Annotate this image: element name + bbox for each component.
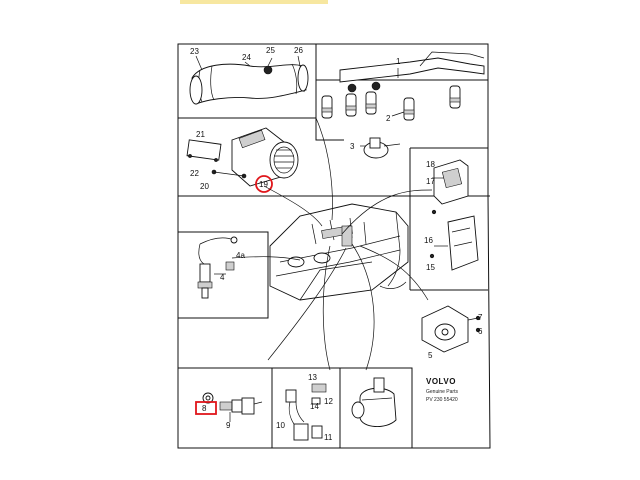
panel-fuel-rail	[316, 51, 488, 159]
callout-20: 20	[200, 182, 209, 191]
callout-4: 4	[220, 273, 225, 282]
brand-name: VOLVO	[426, 377, 456, 386]
callout-6: 6	[478, 327, 483, 336]
panel-connector	[285, 383, 327, 441]
brand-line2: PV 230 55420	[426, 397, 458, 403]
brand-line1: Genuine Parts	[426, 389, 458, 395]
callout-21: 21	[196, 130, 205, 139]
car-illustration	[269, 203, 409, 301]
callout-7: 7	[478, 313, 483, 322]
panel-idle-valve	[351, 377, 397, 427]
leader-lines	[231, 117, 433, 371]
callout-26: 26	[294, 46, 303, 55]
callout-19[interactable]: 19	[259, 180, 268, 189]
callout-2: 2	[386, 114, 391, 123]
panel-air-mass-meter	[177, 118, 344, 196]
callout-10: 10	[276, 421, 285, 430]
panel-temp-sensor	[202, 392, 263, 422]
callout-15: 15	[426, 263, 435, 272]
panel-throttle-switch	[410, 289, 488, 353]
outer-frame	[177, 43, 491, 449]
callout-18: 18	[426, 160, 435, 169]
callout-16: 16	[424, 236, 433, 245]
highlight-8[interactable]	[195, 401, 217, 415]
callout-24: 24	[242, 53, 251, 62]
callout-8[interactable]: 8	[202, 404, 207, 413]
callout-1: 1	[396, 57, 401, 66]
callout-25: 25	[266, 46, 275, 55]
top-bar	[180, 0, 328, 4]
callout-4a: 4a	[236, 251, 245, 260]
callout-9: 9	[226, 421, 231, 430]
callout-5: 5	[428, 351, 433, 360]
callout-3: 3	[350, 142, 355, 151]
callout-23: 23	[190, 47, 199, 56]
callout-12: 12	[324, 397, 333, 406]
callout-22: 22	[190, 169, 199, 178]
highlight-19[interactable]	[255, 175, 273, 193]
callout-17: 17	[426, 177, 435, 186]
panel-control-unit	[409, 147, 488, 290]
brand-label: VOLVO Genuine Parts PV 230 55420	[426, 377, 458, 403]
panel-oxygen-sensor	[178, 231, 269, 319]
callout-13: 13	[308, 373, 317, 382]
callout-11: 11	[324, 433, 333, 442]
callout-14: 14	[310, 402, 319, 411]
bottom-panel-frames	[178, 367, 413, 448]
panel-intake-hose	[177, 44, 317, 119]
